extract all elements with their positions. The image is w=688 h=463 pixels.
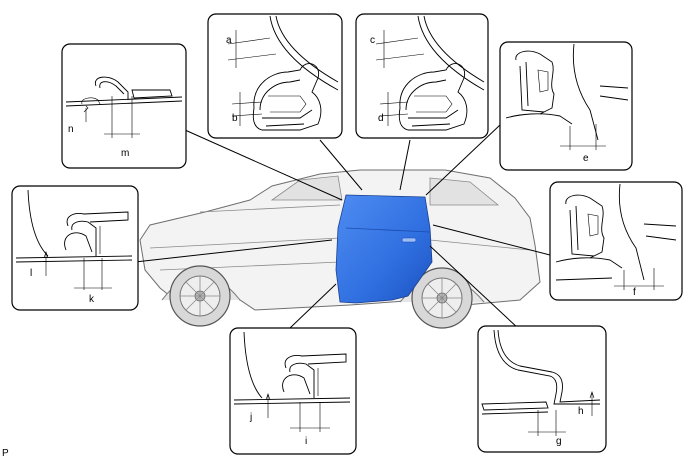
- vehicle-illustration: [139, 169, 541, 329]
- detail-view-g-h: h g: [477, 325, 607, 453]
- leader-lines: [134, 124, 551, 331]
- label-g: g: [556, 436, 562, 447]
- detail-view-f: f: [549, 181, 683, 301]
- detail-view-a-b: a b: [207, 13, 343, 139]
- figure-code: P: [2, 448, 9, 459]
- label-m: m: [121, 148, 129, 159]
- label-j: j: [249, 412, 252, 423]
- label-c: c: [370, 35, 375, 46]
- rear-wheel: [399, 267, 485, 329]
- label-b: b: [232, 113, 238, 124]
- label-d: d: [378, 113, 384, 124]
- detail-view-e: e: [499, 41, 633, 171]
- detail-view-c-d: c d: [355, 13, 489, 139]
- front-wheel: [161, 265, 241, 327]
- label-h: h: [578, 406, 584, 417]
- rear-door-highlight: [335, 194, 433, 304]
- label-n: n: [68, 124, 74, 135]
- label-f: f: [633, 287, 636, 298]
- door-handle: [401, 237, 417, 243]
- label-i: i: [305, 436, 307, 447]
- label-e: e: [583, 153, 589, 164]
- detail-view-i-j: j i: [229, 327, 357, 455]
- label-a: a: [226, 35, 232, 46]
- label-k: k: [89, 294, 95, 305]
- label-l: l: [30, 268, 32, 279]
- detail-view-m-n: n m: [61, 43, 187, 169]
- detail-view-k-l: l k: [11, 185, 139, 311]
